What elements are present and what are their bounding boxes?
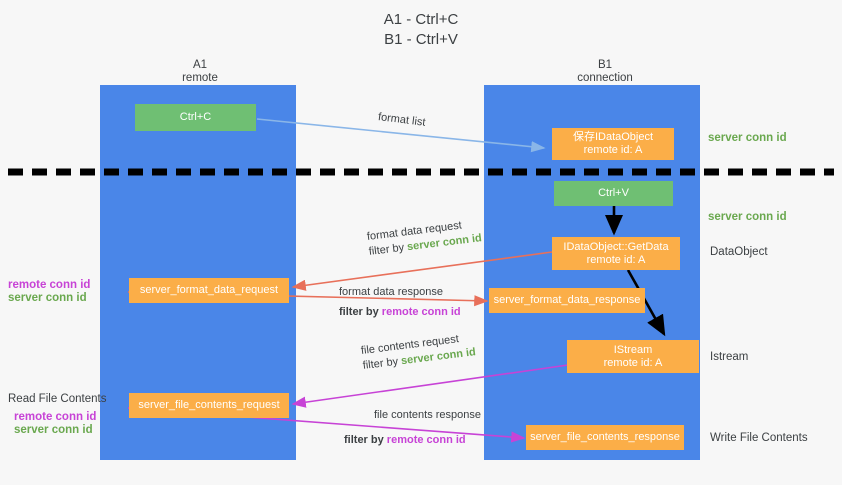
box-server-file-contents-request[interactable]: server_file_contents_request: [129, 393, 289, 418]
box-save-idataobject-line1: 保存IDataObject: [572, 131, 654, 143]
left-label-remote-conn-id-mid: remote conn id: [8, 279, 91, 291]
column-left-name: A1: [192, 59, 208, 71]
arrow-getdata-to-istream: [626, 269, 666, 337]
arrow-format-list: [256, 118, 546, 153]
box-server-format-data-request[interactable]: server_format_data_request: [129, 278, 289, 303]
right-label-data-object: DataObject: [710, 246, 768, 258]
label-format-data-response-line1: format data response: [339, 286, 443, 298]
column-header-left: A1 remote: [140, 59, 260, 85]
box-istream-line1: IStream: [613, 343, 653, 356]
box-server-format-data-response-label: server_format_data_response: [493, 294, 641, 306]
box-istream[interactable]: IStream remote id: A: [567, 340, 699, 373]
left-label-server-conn-id-low: server conn id: [14, 424, 93, 436]
filter-prefix: filter by: [344, 434, 387, 446]
box-server-file-contents-response[interactable]: server_file_contents_response: [526, 425, 684, 450]
left-label-server-conn-id-mid: server conn id: [8, 292, 87, 304]
filter-value-remote-conn-id: remote conn id: [386, 434, 466, 446]
box-istream-line2: remote id: A: [603, 356, 663, 369]
box-getdata-line1: IDataObject::GetData: [563, 240, 669, 253]
label-file-contents-response: file contents response: [374, 408, 481, 423]
column-left-role: remote: [182, 72, 218, 84]
box-server-file-contents-request-label: server_file_contents_request: [138, 399, 280, 411]
title-line-2: B1 - Ctrl+V: [384, 31, 458, 48]
box-server-format-data-response[interactable]: server_format_data_response: [489, 288, 645, 313]
box-ctrl-c[interactable]: Ctrl+C: [135, 104, 256, 131]
column-right-name: B1: [597, 59, 613, 71]
right-label-write-file-contents: Write File Contents: [710, 432, 808, 444]
box-server-format-data-request-label: server_format_data_request: [139, 284, 279, 296]
filter-value-remote-conn-id: remote conn id: [381, 306, 461, 318]
title-line-1: A1 - Ctrl+C: [383, 11, 459, 28]
box-ctrl-v-label: Ctrl+V: [598, 187, 629, 199]
arrow-file-contents-request: [291, 364, 569, 408]
box-save-idataobject-line2: remote id: A: [583, 144, 643, 156]
filter-prefix: filter by: [339, 306, 382, 318]
right-label-server-conn-id-top: server conn id: [708, 132, 787, 144]
right-label-istream: Istream: [710, 351, 749, 363]
column-header-right: B1 connection: [540, 59, 670, 85]
arrow-format-data-request: [291, 251, 553, 291]
box-idataobject-getdata[interactable]: IDataObject::GetData remote id: A: [552, 237, 680, 270]
left-label-read-file-contents: Read File Contents: [8, 393, 107, 405]
label-format-data-response-filter: filter by remote conn id: [339, 305, 461, 320]
label-format-data-response: format data response filter by remote co…: [339, 285, 461, 320]
filter-prefix: filter by: [368, 241, 408, 258]
label-file-contents-response-line1: file contents response: [374, 409, 482, 421]
left-label-remote-conn-id-low: remote conn id: [14, 411, 97, 423]
box-getdata-line2: remote id: A: [586, 253, 646, 266]
box-ctrl-v[interactable]: Ctrl+V: [554, 181, 673, 206]
column-right-role: connection: [577, 72, 633, 84]
right-label-server-conn-id-mid: server conn id: [708, 211, 787, 223]
box-ctrl-c-label: Ctrl+C: [179, 111, 212, 123]
filter-prefix: filter by: [362, 355, 402, 372]
page-title: A1 - Ctrl+C B1 - Ctrl+V: [0, 10, 842, 50]
box-server-file-contents-response-label: server_file_contents_response: [530, 431, 680, 443]
label-file-contents-response-filter: filter by remote conn id: [344, 433, 466, 448]
box-save-idataobject[interactable]: 保存IDataObject remote id: A: [552, 128, 674, 160]
